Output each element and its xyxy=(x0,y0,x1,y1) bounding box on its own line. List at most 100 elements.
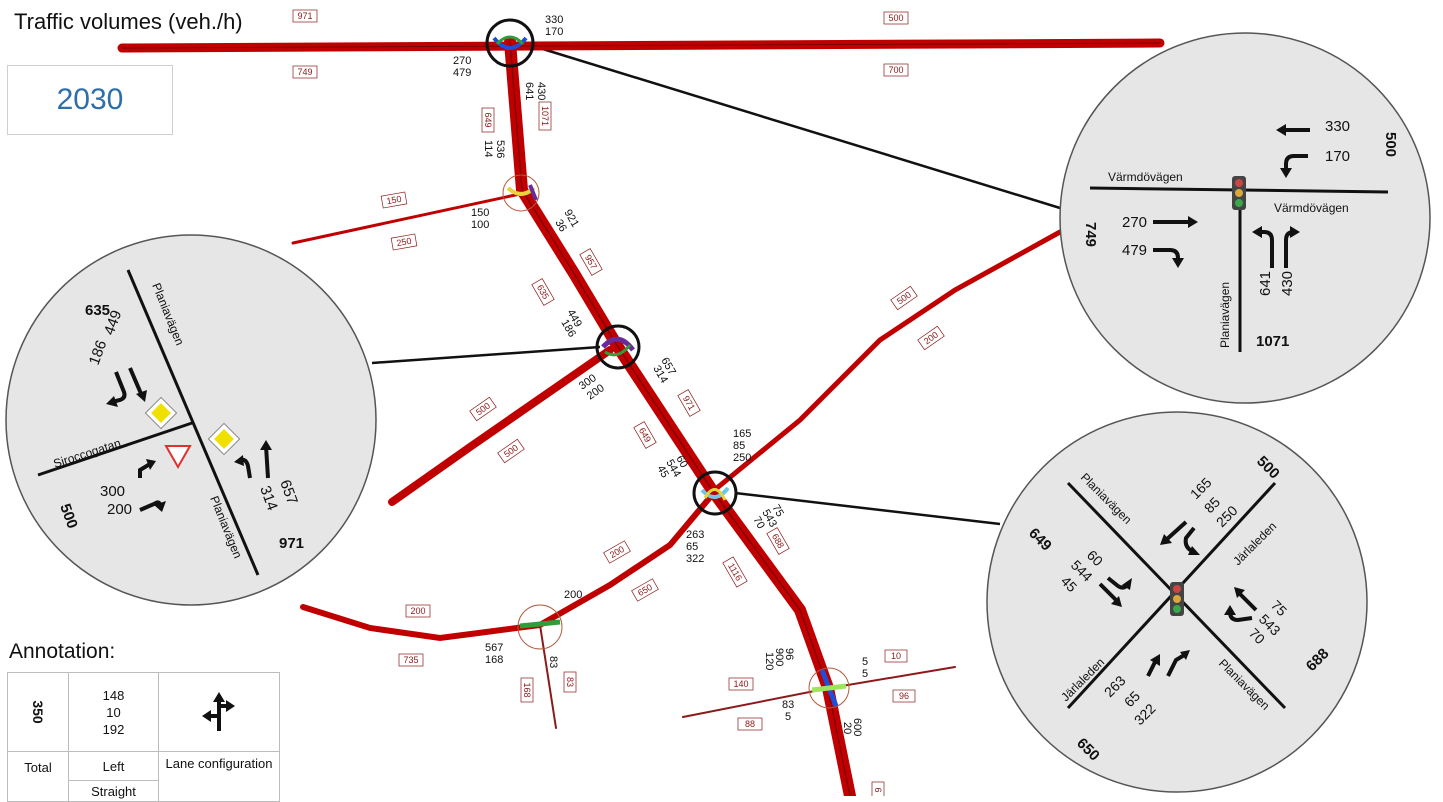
turn-volume: 70 xyxy=(750,515,767,532)
road-jarlaleden-west xyxy=(300,492,715,642)
road-side-west xyxy=(291,192,522,245)
connector-line xyxy=(734,491,1001,526)
intersection-markers xyxy=(485,18,850,709)
legend-volumes-cell: 148 10 192 xyxy=(68,672,159,752)
volume-box-label: 150 xyxy=(386,194,403,206)
turn-volume: 200 xyxy=(564,589,582,601)
lane-arrow-icon xyxy=(1153,124,1310,268)
traffic-light-icon xyxy=(1170,582,1184,616)
road-siroccogatan xyxy=(388,346,614,506)
turn-volume: 75 xyxy=(769,503,786,520)
approach-total: 1071 xyxy=(1256,333,1289,350)
detail-circle-jarlaleden: Planiavägen Järlaleden Järlaleden Plania… xyxy=(986,411,1368,793)
intersection-marker xyxy=(595,324,641,370)
road-line xyxy=(37,421,193,477)
legend-total-value: 350 xyxy=(30,700,46,724)
turn-volume: 330 xyxy=(1325,118,1350,135)
legend-total-cell: 350 xyxy=(7,672,69,752)
turn-volume: 641 xyxy=(523,82,535,100)
turn-volume: 250 xyxy=(733,452,751,464)
turn-volume: 170 xyxy=(545,26,563,38)
year-box: 2030 xyxy=(7,65,173,135)
turn-volume: 100 xyxy=(471,219,489,231)
turn-volume: 36 xyxy=(552,218,569,235)
turn-volume: 600 xyxy=(851,718,863,736)
turn-volume: 263 xyxy=(686,529,704,541)
turn-volume: 641 xyxy=(1257,271,1274,296)
priority-road-icon xyxy=(144,396,178,430)
volume-box-label: 500 xyxy=(888,13,903,23)
turn-volume: 120 xyxy=(763,652,775,670)
turn-volume: 430 xyxy=(1279,271,1296,296)
priority-road-icon xyxy=(207,422,241,456)
connector-line xyxy=(519,40,1061,210)
turn-volume: 83 xyxy=(782,699,794,711)
legend-left-label: Left xyxy=(68,751,159,781)
detail-circle-siroccogatan: Planiavägen Siroccogatan Planiavägen 635 xyxy=(5,234,377,606)
volume-box-label: 96 xyxy=(899,691,909,701)
approach-total: 971 xyxy=(279,535,304,552)
legend-total-label: Total xyxy=(7,751,69,802)
volume-box-label: 1071 xyxy=(540,106,550,126)
volume-box-label: 749 xyxy=(297,67,312,77)
volume-box-label: 83 xyxy=(565,677,575,687)
volume-box-label: 10 xyxy=(891,651,901,661)
volume-box-label: 6 xyxy=(873,787,883,792)
turn-volume: 479 xyxy=(1122,242,1147,259)
turn-volume: 45 xyxy=(654,464,671,481)
lane-arrow-icon xyxy=(1098,520,1258,677)
turn-volume: 114 xyxy=(482,140,494,158)
turn-volume: 170 xyxy=(1325,148,1350,165)
turn-volume: 200 xyxy=(107,501,132,518)
turn-volume: 5 xyxy=(862,668,868,680)
volume-box-label: 700 xyxy=(888,65,903,75)
annotation-title: Annotation: xyxy=(9,640,116,663)
volume-box-label: 649 xyxy=(483,112,493,127)
volume-box-label: 971 xyxy=(297,11,312,21)
yield-sign-icon xyxy=(164,445,192,470)
turn-volume: 20 xyxy=(841,722,853,734)
turn-volume: 5 xyxy=(862,656,868,668)
road-name: Värmdövägen xyxy=(1274,201,1349,215)
volume-box-label: 250 xyxy=(396,236,413,248)
turn-volume: 60 xyxy=(673,454,690,471)
turn-volume: 96 xyxy=(783,648,795,660)
volume-box-label: 88 xyxy=(745,719,755,729)
approach-total: 500 xyxy=(1382,132,1399,157)
turn-volume: 65 xyxy=(686,541,698,553)
intersection-marker xyxy=(502,174,540,212)
detail-circle-varmdovagen: Värmdövägen Värmdövägen Planiavägen 330 … xyxy=(1059,32,1431,404)
turn-volume: 322 xyxy=(686,553,704,565)
volume-box-label: 168 xyxy=(522,682,532,697)
turn-volume: 270 xyxy=(1122,214,1147,231)
lane-arrow-icon xyxy=(106,367,272,512)
turn-volume: 168 xyxy=(485,654,503,666)
turn-volume: 430 xyxy=(535,82,547,100)
intersection-marker xyxy=(485,18,535,68)
connector-line xyxy=(371,345,601,365)
legend-lane-label: Lane configuration xyxy=(158,751,280,802)
intersection-marker xyxy=(692,470,738,516)
intersection-marker xyxy=(517,604,563,650)
legend-right-value: 192 xyxy=(102,721,125,737)
traffic-light-icon xyxy=(1232,176,1246,210)
volume-box-label: 735 xyxy=(403,655,418,665)
volume-box-label: 140 xyxy=(733,679,748,689)
approach-total: 635 xyxy=(85,302,110,319)
volume-box-label: 200 xyxy=(410,606,425,616)
turn-volume: 5 xyxy=(785,711,791,723)
turn-volume: 330 xyxy=(545,14,563,26)
legend-straight-value: 10 xyxy=(106,704,121,720)
diagram-title: Traffic volumes (veh./h) xyxy=(14,9,243,34)
year-label: 2030 xyxy=(56,83,124,116)
volume-box-labels: 971 749 500 700 649 1071 150 250 957 635… xyxy=(292,9,945,796)
legend-left-value: 148 xyxy=(102,687,125,703)
annotation-legend-table: 350 148 10 192 Total Left Lane configura… xyxy=(7,672,280,802)
turn-volume: 150 xyxy=(471,207,489,219)
approach-total: 749 xyxy=(1082,222,1099,247)
turn-volume: 85 xyxy=(733,440,745,452)
connector-lines xyxy=(371,40,1061,526)
road-jarlaleden-east xyxy=(709,229,1063,495)
road-name: Planiavägen xyxy=(1218,282,1232,348)
road-side-south xyxy=(539,624,557,729)
